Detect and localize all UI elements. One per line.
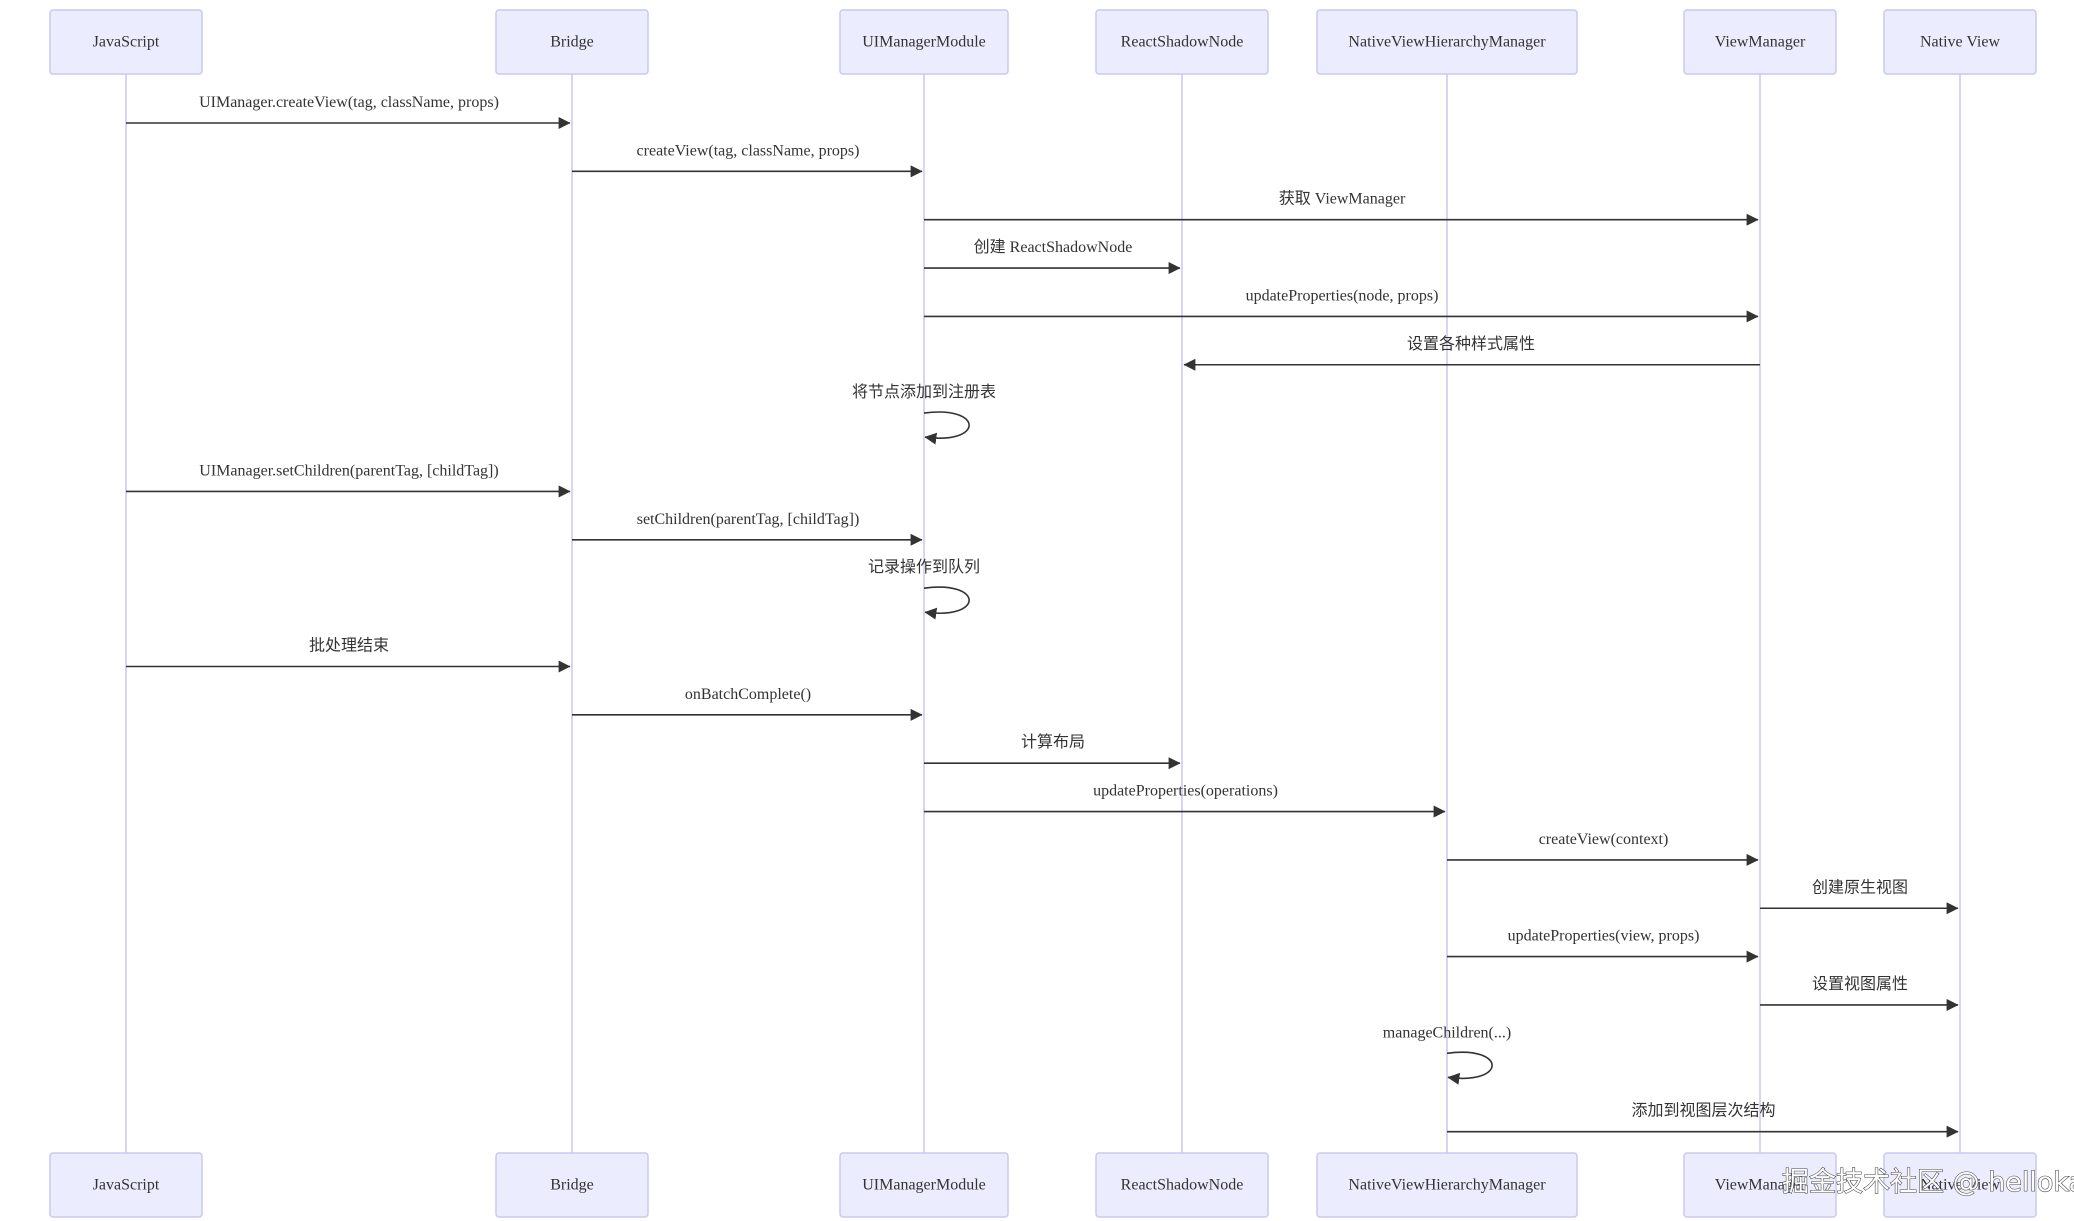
message-19: manageChildren(...) <box>1383 1024 1511 1085</box>
actor-box <box>49 9 203 75</box>
message-4: 创建 ReactShadowNode <box>924 238 1181 275</box>
actor-label: NativeViewHierarchyManager <box>1348 34 1546 51</box>
message-label: updateProperties(node, props) <box>1246 287 1439 304</box>
actor-label: ViewManager <box>1715 34 1806 51</box>
message-label: 批处理结束 <box>309 637 389 655</box>
actor-box <box>839 9 1009 75</box>
actor-bridge-bottom: Bridge <box>495 1152 649 1218</box>
actor-box <box>495 9 649 75</box>
message-16: 创建原生视图 <box>1760 878 1959 915</box>
actor-box <box>839 1152 1009 1218</box>
message-label: onBatchComplete() <box>685 686 811 703</box>
actor-box <box>1316 1152 1578 1218</box>
messages: UIManager.createView(tag, className, pro… <box>126 94 1959 1138</box>
self-message-arrow <box>923 411 970 445</box>
message-label: 计算布局 <box>1021 732 1085 751</box>
actor-nvhm-top: NativeViewHierarchyManager <box>1316 9 1578 75</box>
message-label: 设置各种样式属性 <box>1407 335 1535 353</box>
actor-uimm-top: UIManagerModule <box>839 9 1009 75</box>
actor-uimm-bottom: UIManagerModule <box>839 1152 1009 1218</box>
actor-box <box>1095 1152 1269 1218</box>
actor-vm-bottom: ViewManager <box>1683 1152 1837 1218</box>
self-message-arrow <box>1446 1051 1493 1085</box>
lifelines <box>125 74 1961 1153</box>
actor-box <box>1316 9 1578 75</box>
actor-box <box>1883 9 2037 75</box>
actor-label: NativeViewHierarchyManager <box>1348 1177 1546 1194</box>
actor-label: UIManagerModule <box>862 34 986 51</box>
actor-rsn-top: ReactShadowNode <box>1095 9 1269 75</box>
message-label: 获取 ViewManager <box>1279 190 1406 208</box>
message-18: 设置视图属性 <box>1760 975 1959 1011</box>
message-15: createView(context) <box>1447 831 1759 866</box>
message-label: 设置视图属性 <box>1812 975 1908 993</box>
actor-label: Native View <box>1920 34 2001 51</box>
actor-label: ReactShadowNode <box>1121 34 1244 51</box>
actors-top: JavaScript Bridge UIManagerModule ReactShad… <box>49 9 2037 75</box>
message-label: 记录操作到队列 <box>868 558 980 576</box>
actor-box <box>1683 9 1837 75</box>
actor-label: UIManagerModule <box>862 1177 986 1194</box>
message-label: setChildren(parentTag, [childTag]) <box>637 511 860 528</box>
watermark: 掘金技术社区 @ hellokai <box>1782 1167 2074 1198</box>
actor-js-bottom: JavaScript <box>49 1152 203 1218</box>
actor-box <box>49 1152 203 1218</box>
actor-label: Bridge <box>550 1177 594 1194</box>
message-8: UIManager.setChildren(parentTag, [childT… <box>126 462 571 498</box>
actor-nvhm-bottom: NativeViewHierarchyManager <box>1316 1152 1578 1218</box>
message-label: UIManager.setChildren(parentTag, [childT… <box>199 462 498 479</box>
actor-box <box>1683 1152 1837 1218</box>
message-label: updateProperties(operations) <box>1093 783 1278 800</box>
actor-label: ViewManager <box>1715 1177 1806 1194</box>
actor-nv-top: Native View <box>1883 9 2037 75</box>
message-20: 添加到视图层次结构 <box>1447 1102 1959 1138</box>
actor-label: JavaScript <box>93 1177 160 1194</box>
message-11: 批处理结束 <box>126 637 571 673</box>
message-13: 计算布局 <box>924 732 1181 770</box>
message-label: 创建 ReactShadowNode <box>974 238 1133 256</box>
message-9: setChildren(parentTag, [childTag]) <box>572 511 923 546</box>
self-message-arrow <box>923 586 970 620</box>
actors-bottom: JavaScript Bridge UIManagerModule ReactShad… <box>49 1152 2037 1218</box>
message-label: manageChildren(...) <box>1383 1024 1511 1041</box>
actor-label: ReactShadowNode <box>1121 1177 1244 1194</box>
actor-nv-bottom: Native View <box>1883 1152 2037 1218</box>
actor-bridge-top: Bridge <box>495 9 649 75</box>
actor-box <box>1883 1152 2037 1218</box>
message-label: UIManager.createView(tag, className, pro… <box>199 94 499 111</box>
message-label: 将节点添加到注册表 <box>852 383 996 401</box>
message-1: UIManager.createView(tag, className, pro… <box>126 94 571 129</box>
message-7: 将节点添加到注册表 <box>852 383 996 445</box>
message-label: updateProperties(view, props) <box>1508 928 1700 945</box>
message-14: updateProperties(operations) <box>924 783 1446 818</box>
actor-box <box>495 1152 649 1218</box>
message-2: createView(tag, className, props) <box>572 142 923 178</box>
actor-box <box>1095 9 1269 75</box>
message-5: updateProperties(node, props) <box>924 287 1759 323</box>
message-label: createView(tag, className, props) <box>637 142 860 159</box>
actor-label: Bridge <box>550 34 594 51</box>
message-12: onBatchComplete() <box>572 686 923 721</box>
message-10: 记录操作到队列 <box>868 558 980 620</box>
message-17: updateProperties(view, props) <box>1447 928 1759 963</box>
actor-vm-top: ViewManager <box>1683 9 1837 75</box>
actor-label: Native View <box>1920 1177 2001 1194</box>
message-label: 添加到视图层次结构 <box>1631 1102 1775 1120</box>
message-label: 创建原生视图 <box>1812 878 1908 896</box>
actor-rsn-bottom: ReactShadowNode <box>1095 1152 1269 1218</box>
actor-js-top: JavaScript <box>49 9 203 75</box>
message-3: 获取 ViewManager <box>924 190 1759 226</box>
actor-label: JavaScript <box>93 34 160 51</box>
message-label: createView(context) <box>1539 831 1669 848</box>
message-6: 设置各种样式属性 <box>1183 335 1760 371</box>
